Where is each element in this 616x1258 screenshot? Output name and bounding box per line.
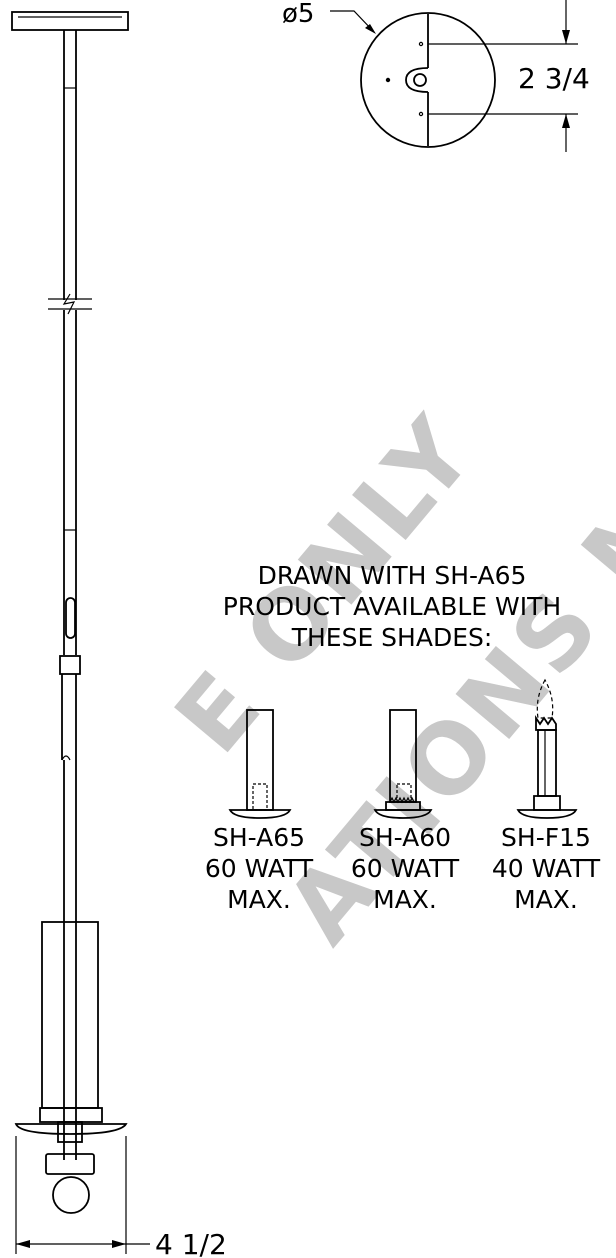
canopy-top-view: ø5 2 3/4 [282, 0, 590, 152]
width-dimension: 4 1/2 [15, 1136, 227, 1258]
shade-3-model: SH-F15 [501, 823, 591, 852]
shade-labels: SH-A65 60 WATT MAX. SH-A60 60 WATT MAX. … [205, 823, 601, 914]
shade-option-sh-a65 [228, 709, 292, 819]
shade-2-model: SH-A60 [359, 823, 451, 852]
diameter-label: ø5 [282, 0, 314, 29]
note-line-3: THESE SHADES: [291, 623, 493, 652]
shade-1-wattage: 60 WATT [205, 854, 314, 883]
shade-1-max: MAX. [227, 885, 291, 914]
shade-3-max: MAX. [514, 885, 578, 914]
shade-note: DRAWN WITH SH-A65 PRODUCT AVAILABLE WITH… [223, 561, 561, 652]
canopy-plate [11, 11, 129, 31]
shade-2-wattage: 60 WATT [351, 854, 460, 883]
main-shade [14, 921, 128, 1214]
note-line-2: PRODUCT AVAILABLE WITH [223, 592, 561, 621]
stem [48, 30, 92, 1160]
shade-1-model: SH-A65 [213, 823, 305, 852]
note-line-1: DRAWN WITH SH-A65 [258, 561, 527, 590]
shade-option-sh-f15 [516, 678, 578, 819]
mount-spacing-label: 2 3/4 [518, 62, 590, 95]
shade-3-wattage: 40 WATT [492, 854, 601, 883]
shade-2-max: MAX. [373, 885, 437, 914]
shade-option-sh-a60 [373, 709, 433, 819]
shade-width-label: 4 1/2 [155, 1228, 227, 1258]
